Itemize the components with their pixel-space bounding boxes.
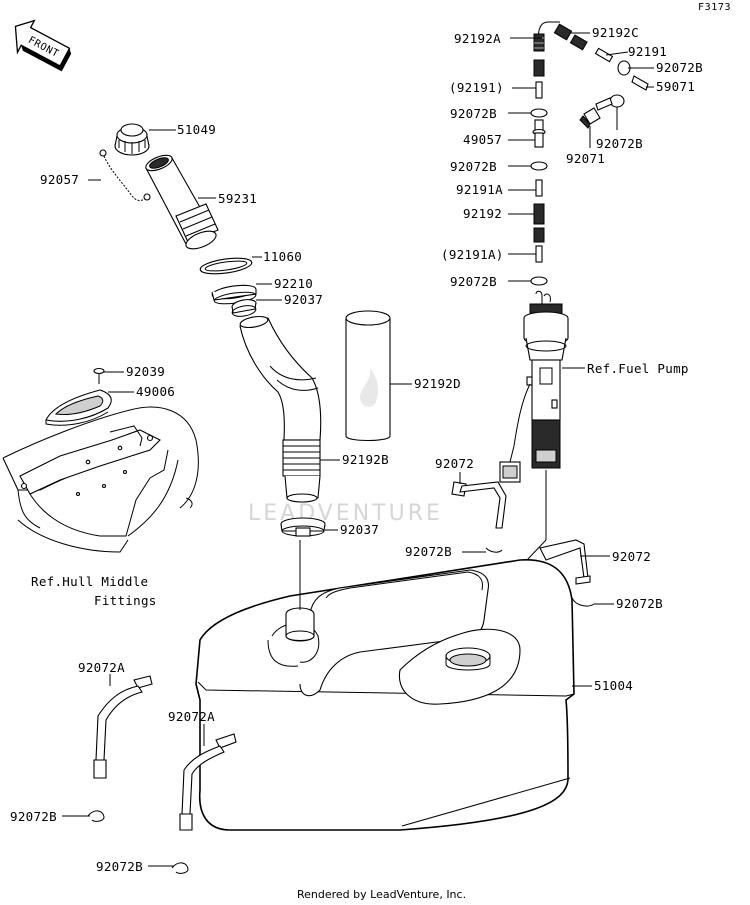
label-92072B-bl1: 92072B [10, 809, 57, 824]
label-92191-paren: (92191) [449, 80, 504, 95]
label-92192: 92192 [463, 206, 502, 221]
label-92072B-top: 92072B [656, 60, 703, 75]
front-arrow-icon: FRONT [14, 19, 72, 72]
label-ref-fuel-pump: Ref.Fuel Pump [587, 361, 689, 376]
label-92210: 92210 [274, 276, 313, 291]
fuel-pump-body [499, 290, 569, 483]
filler-neck-59231 [145, 154, 219, 250]
label-92037-bottom: 92037 [340, 522, 379, 537]
o-ring-11060 [199, 257, 253, 275]
strap-92072-left [451, 481, 507, 529]
label-ref-hull-line1: Ref.Hull Middle [31, 574, 148, 589]
label-49057: 49057 [463, 132, 502, 147]
clip-92072B-right [609, 94, 625, 108]
screw-92039 [93, 367, 105, 384]
label-92191A: 92191A [456, 182, 503, 197]
label-92072A-mid: 92072A [168, 709, 215, 724]
hull-fittings-panel [2, 406, 199, 553]
label-51049: 51049 [177, 122, 216, 137]
label-92192C: 92192C [592, 25, 639, 40]
label-92037-top: 92037 [284, 292, 323, 307]
strap-92072A-mid [179, 733, 237, 831]
label-92072B-b: 92072B [450, 159, 497, 174]
label-92072B-c: 92072B [450, 274, 497, 289]
elbow-59071 [631, 75, 649, 91]
label-51004: 51004 [594, 678, 633, 693]
label-49006: 49006 [136, 384, 175, 399]
label-92191: 92191 [628, 44, 667, 59]
check-valve-49057 [532, 119, 546, 148]
label-59071: 59071 [656, 79, 695, 94]
watermark: LEADVENTURE [248, 501, 443, 526]
pipe-92191A [535, 179, 543, 197]
label-92072B-a: 92072B [450, 106, 497, 121]
gasket-49006 [45, 389, 112, 426]
label-92072B-bl2: 92072B [96, 859, 143, 874]
pipe-92191A-paren [535, 245, 543, 263]
strap-92072-right [539, 539, 591, 585]
label-92191A-paren: (92191A) [441, 247, 504, 262]
pipe-92191 [594, 47, 614, 63]
spring-92192C-right [569, 34, 588, 51]
clip-92072B-a [530, 108, 548, 118]
label-92192A: 92192A [454, 31, 501, 46]
spring-92191A-paren [533, 227, 545, 243]
label-92192D: 92192D [414, 376, 461, 391]
clip-92072B-c [530, 276, 548, 286]
spring-92192 [533, 203, 545, 225]
label-92072-left: 92072 [435, 456, 474, 471]
spring-92192C [553, 23, 573, 41]
label-92057: 92057 [40, 172, 79, 187]
label-92072B-right2: 92072B [616, 596, 663, 611]
clip-92072B-b [530, 161, 548, 171]
label-92072B-mid: 92072B [405, 544, 452, 559]
fitting-92071 [579, 97, 613, 129]
label-92072A-left: 92072A [78, 660, 125, 675]
leader-lines [62, 32, 654, 867]
spring-92191-paren [533, 59, 545, 77]
label-92071: 92071 [566, 151, 605, 166]
clamp-92037-top [231, 299, 257, 317]
label-59231: 59231 [218, 191, 257, 206]
footer-credit: Rendered by LeadVenture, Inc. [297, 888, 466, 901]
clamp-92037-bottom [280, 517, 326, 537]
hose-92192D [345, 310, 391, 442]
label-ref-hull-line2: Fittings [94, 593, 157, 608]
label-92072B-right: 92072B [596, 136, 643, 151]
figure-code: F3173 [698, 2, 731, 13]
label-92039: 92039 [126, 364, 165, 379]
strap-92072A-left [93, 675, 153, 779]
tether-92057 [99, 149, 151, 201]
spring-92192A [533, 33, 545, 52]
fuel-cap-51049 [114, 123, 150, 156]
hose-92192B [239, 315, 322, 503]
label-92192B: 92192B [342, 452, 389, 467]
fuel-tank-51004 [195, 559, 575, 831]
pipe-92191-paren [535, 81, 543, 99]
label-92072-right: 92072 [612, 549, 651, 564]
label-11060: 11060 [263, 249, 302, 264]
